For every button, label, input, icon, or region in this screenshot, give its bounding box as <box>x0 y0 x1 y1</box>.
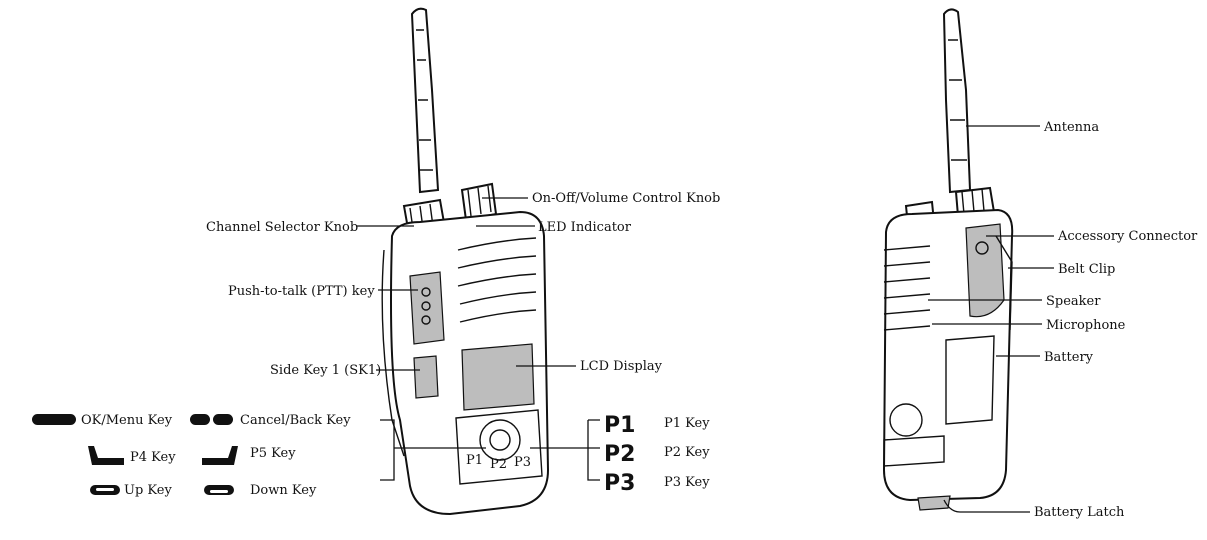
back-radio-illustration <box>882 8 1014 511</box>
legend-up-key: Up Key <box>124 483 172 498</box>
callout-led-indicator: LED Indicator <box>538 220 632 235</box>
key-legend: OK/Menu Key Cancel/Back Key P4 Key P5 Ke… <box>32 413 351 498</box>
keypad-glyph-p2: P2 <box>490 457 507 472</box>
legend-ok-menu-key: OK/Menu Key <box>81 413 173 428</box>
callout-side-key-1: Side Key 1 (SK1) <box>270 363 381 378</box>
p4-key-icon <box>88 446 124 465</box>
callout-antenna: Antenna <box>1043 120 1099 135</box>
callout-battery-latch: Battery Latch <box>1034 505 1125 520</box>
legend-down-key: Down Key <box>250 483 317 498</box>
keypad-glyph-p1: P1 <box>466 453 483 468</box>
legend-p3-key: P3 Key <box>664 475 710 490</box>
callout-channel-knob: Channel Selector Knob <box>206 220 358 235</box>
p-key-legend: P1 P1 Key P2 P2 Key P3 P3 Key <box>604 413 710 496</box>
callout-ptt-key: Push-to-talk (PTT) key <box>228 284 375 299</box>
back-leader-lines <box>928 125 1054 513</box>
legend-p4-key: P4 Key <box>130 450 176 465</box>
legend-cancel-back-key: Cancel/Back Key <box>240 413 351 428</box>
front-leader-lines <box>356 197 600 481</box>
front-radio-illustration: P1 P2 P3 <box>381 7 550 516</box>
callout-microphone: Microphone <box>1046 318 1126 333</box>
callout-volume-knob: On-Off/Volume Control Knob <box>532 191 720 206</box>
callout-battery: Battery <box>1044 350 1094 365</box>
callout-belt-clip: Belt Clip <box>1058 262 1115 277</box>
p5-key-icon <box>202 446 238 465</box>
callout-accessory-connector: Accessory Connector <box>1057 229 1198 244</box>
ok-key-icon <box>32 414 76 425</box>
callout-lcd-display: LCD Display <box>580 359 663 374</box>
legend-p5-key: P5 Key <box>250 446 296 461</box>
cancel-key-left-icon <box>190 414 210 425</box>
legend-p2-key: P2 Key <box>664 445 710 460</box>
keypad-glyph-p3: P3 <box>514 455 531 470</box>
legend-p1-key: P1 Key <box>664 416 710 431</box>
callout-speaker: Speaker <box>1046 294 1101 309</box>
p1-symbol: P1 <box>604 413 635 438</box>
cancel-key-right-icon <box>213 414 233 425</box>
p2-symbol: P2 <box>604 442 635 467</box>
p3-symbol: P3 <box>604 471 635 496</box>
